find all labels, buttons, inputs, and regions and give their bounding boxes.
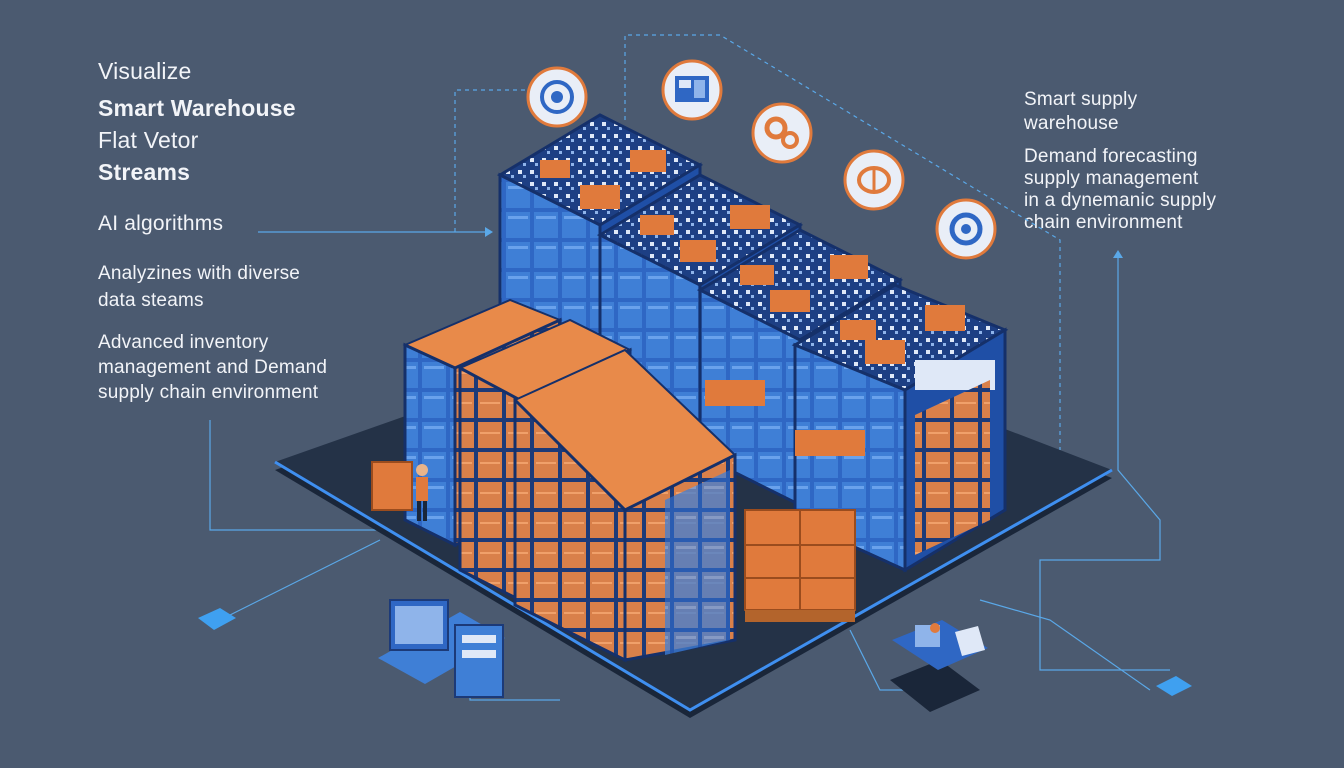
heading-title: Smart Warehouse Flat Vetor Streams — [98, 95, 296, 185]
pallet-boxes — [371, 461, 856, 622]
gear-badge-icon — [935, 198, 997, 260]
dashboard-icon — [661, 59, 723, 121]
gears-icon — [751, 102, 813, 164]
network-icon — [526, 66, 588, 128]
data-chip-icon — [198, 608, 236, 630]
rack-front-3 — [513, 348, 737, 663]
data-chip-icon — [1156, 676, 1192, 696]
advanced-inventory-label: Advanced inventory management and Demand… — [98, 332, 328, 403]
analyzes-label: Analyzines with diverse data steams — [98, 263, 301, 311]
ai-algorithms-label: AI algorithms — [98, 212, 224, 235]
right-body: Demand forecasting supply management in … — [1024, 146, 1217, 233]
heading-visualize: Visualize — [98, 58, 192, 84]
right-title: Smart supply warehouse — [1024, 89, 1138, 134]
worker-figure — [416, 464, 428, 521]
operator-desk-icon — [890, 620, 988, 712]
brain-icon — [843, 149, 905, 211]
computer-workstation-icon — [378, 599, 505, 698]
